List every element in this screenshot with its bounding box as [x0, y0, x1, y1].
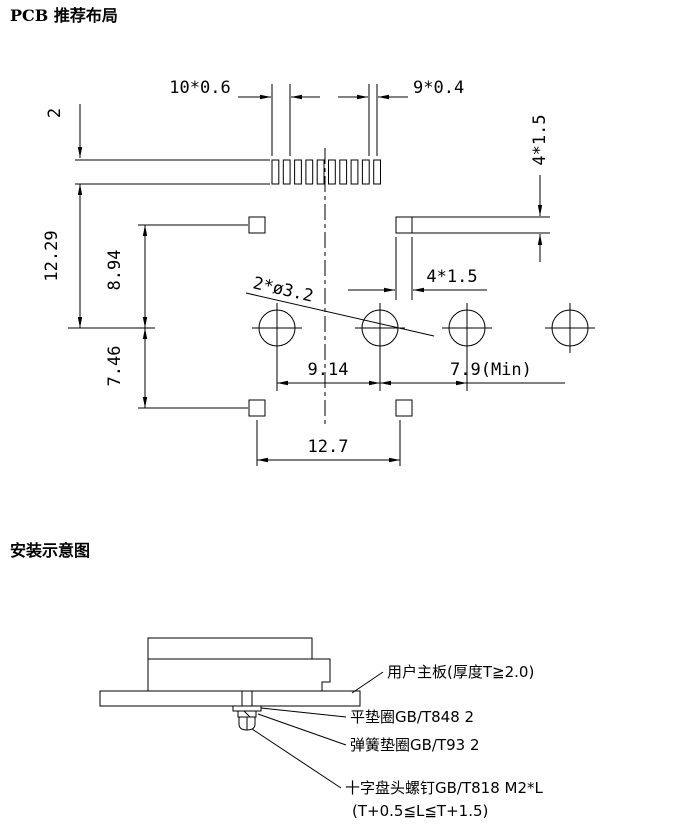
mounting-hole-4	[545, 303, 595, 353]
mounting-hole-2	[355, 303, 405, 353]
installation-drawing: 用户主板(厚度T≧2.0) 平垫圈GB/T848 2 弹簧垫圈GB/T93 2 …	[100, 638, 544, 820]
dim-left-total: 12.29	[42, 184, 155, 328]
dim-pad-pitch-label: 10*0.6	[169, 78, 230, 98]
locating-square-top-left	[249, 217, 265, 233]
leader-board	[352, 672, 383, 693]
label-screw-note: (T+0.5≦L≦T+1.5)	[352, 802, 488, 820]
locating-squares	[249, 217, 412, 416]
mounting-holes	[252, 303, 595, 353]
dim-edge-label: 2	[45, 108, 65, 118]
leader-flat-washer	[261, 708, 346, 717]
dim-square-span: 12.7	[257, 420, 400, 466]
hole-callout: 2*ø3.2	[246, 273, 434, 336]
leader-spring-washer	[258, 714, 346, 745]
dim-upper-offset-label: 8.94	[105, 250, 125, 291]
dim-pad-gap-label: 9*0.4	[413, 78, 464, 98]
dim-upper-offset: 8.94	[105, 225, 248, 328]
dim-pad-pitch: 10*0.6	[169, 78, 320, 156]
mounting-hole-3	[442, 303, 492, 353]
leader-lines	[252, 672, 383, 788]
pcb-layout-drawing: 10*0.6 9*0.4 2 12.29 8.94	[42, 78, 595, 466]
dim-hole-span-label: 9.14	[308, 360, 349, 380]
fastener-stack	[233, 706, 261, 730]
locating-square-bottom-right	[396, 400, 412, 416]
section-title-installation: 安装示意图	[10, 541, 90, 560]
dim-edge: 2	[45, 104, 83, 158]
leader-screw	[252, 729, 341, 788]
spring-washer-split	[244, 711, 250, 717]
locating-square-bottom-left	[249, 400, 265, 416]
label-board: 用户主板(厚度T≧2.0)	[387, 663, 534, 681]
left-edge-band	[75, 160, 270, 184]
label-spring-washer: 弹簧垫圈GB/T93 2	[350, 736, 480, 754]
section-title-pcb-layout: PCB 推荐布局	[10, 6, 118, 25]
right-pad-band	[412, 217, 550, 233]
solder-pads	[272, 160, 381, 184]
dim-right-rows-label: 4*1.5	[530, 114, 550, 165]
dim-lower-offset-label: 7.46	[105, 346, 125, 387]
dim-hole-span: 9.14	[277, 353, 380, 391]
label-flat-washer: 平垫圈GB/T848 2	[350, 708, 474, 726]
dim-clearance: 7.9(Min)	[380, 353, 565, 391]
dim-right-rows: 4*1.5	[530, 114, 550, 262]
mounting-hole-1	[252, 303, 302, 353]
locating-square-top-right	[396, 217, 412, 233]
dim-square-span-label: 12.7	[308, 437, 349, 457]
flat-washer	[233, 706, 261, 711]
dim-pad-gap: 9*0.4	[338, 78, 464, 156]
label-screw: 十字盘头螺钉GB/T818 M2*L	[345, 779, 544, 797]
dim-mid-pitch: 4*1.5	[348, 237, 487, 300]
dim-clearance-label: 7.9(Min)	[450, 360, 532, 380]
module-body	[148, 638, 330, 691]
dim-lower-offset: 7.46	[105, 328, 248, 408]
user-board-plate	[100, 691, 360, 706]
dim-mid-pitch-label: 4*1.5	[426, 267, 477, 287]
dim-left-total-label: 12.29	[42, 230, 62, 281]
